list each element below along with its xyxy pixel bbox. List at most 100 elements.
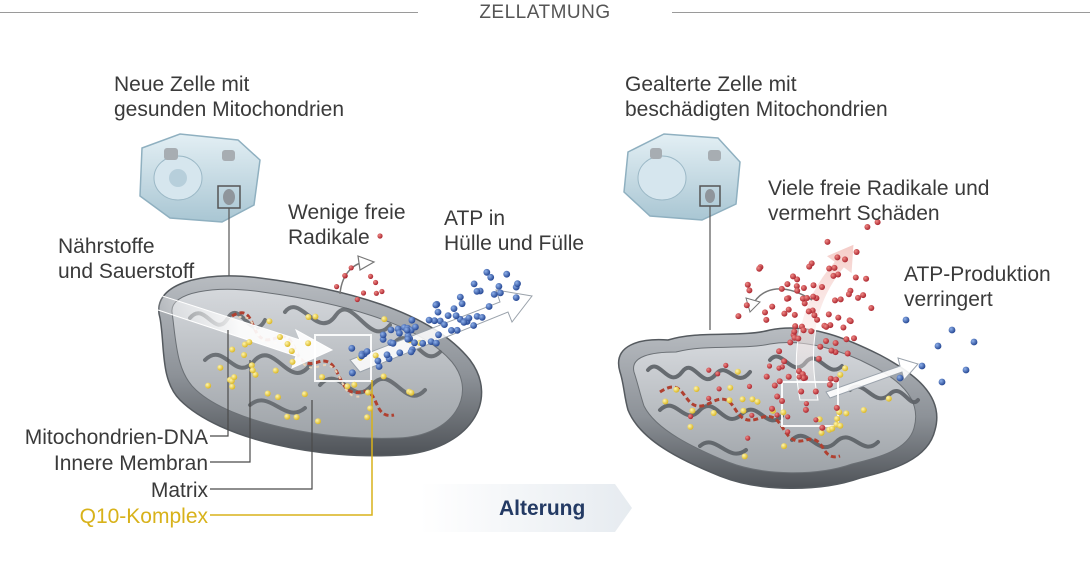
- q10-dot: [275, 394, 281, 401]
- atp-dot: [495, 283, 503, 290]
- radical-dot: [774, 412, 780, 418]
- q10-dot: [231, 374, 238, 381]
- radical-dot: [842, 256, 848, 263]
- atp-dot: [441, 321, 448, 328]
- radical-dot: [823, 323, 830, 330]
- radical-dot: [334, 284, 340, 290]
- atp-abundance-label: ATP in Hülle und Fülle: [444, 207, 585, 255]
- radical-dot: [348, 265, 354, 271]
- q10-dot: [364, 414, 371, 421]
- atp-dot: [514, 280, 521, 288]
- q10-dot: [781, 443, 787, 450]
- radical-dot: [835, 314, 842, 321]
- q10-dot: [284, 341, 291, 347]
- atp-dot: [452, 312, 460, 320]
- atp-dot: [503, 270, 511, 278]
- radical-dot: [706, 395, 712, 401]
- atp-dot: [896, 374, 904, 382]
- radical-dot: [819, 284, 825, 290]
- radical-dot: [776, 365, 782, 371]
- q10-dot: [266, 318, 273, 325]
- atp-dot: [432, 339, 440, 347]
- atp-dot: [383, 351, 391, 359]
- q10-dot: [837, 371, 844, 378]
- radical-dot: [810, 282, 817, 289]
- radical-dot: [763, 316, 770, 323]
- radical-dot: [815, 355, 822, 362]
- atp-dot: [411, 339, 418, 347]
- radical-dot: [743, 302, 750, 309]
- atp-dot: [970, 338, 978, 346]
- radical-dot: [824, 238, 831, 245]
- q10-dot: [739, 396, 746, 403]
- q10-dot: [344, 383, 351, 390]
- radical-dot: [808, 328, 815, 335]
- radical-dot: [832, 297, 838, 304]
- q10-dot: [315, 418, 321, 425]
- atp-dot: [465, 314, 473, 322]
- radical-dot: [840, 324, 847, 331]
- q10-dot: [249, 367, 256, 374]
- radical-dot: [800, 327, 807, 334]
- radical-dot: [360, 290, 367, 296]
- radical-dot: [826, 265, 833, 272]
- atp-dot: [478, 314, 486, 321]
- healthy-cell-caption: Neue Zelle mit gesunden Mitochondrien: [114, 73, 344, 121]
- radical-dot: [864, 224, 871, 230]
- radical-dot: [779, 398, 785, 404]
- radical-dot: [746, 287, 753, 294]
- radical-dot: [756, 265, 763, 272]
- radical-dot: [796, 374, 802, 380]
- atp-dot: [407, 348, 415, 356]
- atp-dot: [358, 352, 366, 360]
- radical-dot: [766, 363, 773, 369]
- atp-dot: [435, 331, 442, 339]
- inner-membrane-label: Innere Membran: [53, 452, 208, 475]
- radical-dot: [868, 305, 875, 311]
- atp-dot: [408, 316, 416, 324]
- q10-dot: [408, 389, 415, 396]
- atp-dot: [473, 288, 481, 295]
- atp-dot: [938, 378, 946, 386]
- radical-dot: [784, 281, 791, 288]
- radical-dot: [811, 312, 818, 319]
- q10-dot: [693, 386, 700, 392]
- q10-dot: [241, 352, 247, 358]
- title-rule-right: [672, 12, 1090, 13]
- atp-dot: [444, 312, 452, 319]
- atp-dot: [387, 326, 395, 334]
- radical-dot: [828, 347, 835, 354]
- radical-dot: [817, 343, 824, 350]
- atp-output-arrow: [349, 289, 533, 373]
- atp-dot: [918, 362, 926, 370]
- aging-label: Alterung: [499, 497, 586, 520]
- q10-dot: [252, 371, 259, 378]
- radical-dot: [746, 383, 753, 389]
- aged-cell-icon: [623, 133, 741, 221]
- radical-dot: [798, 388, 805, 395]
- q10-dot: [301, 391, 308, 398]
- radical-dot: [833, 404, 840, 411]
- atp-dot: [349, 369, 356, 377]
- q10-dot: [829, 425, 836, 432]
- radical-dot: [794, 276, 801, 283]
- radical-dot: [781, 358, 788, 365]
- atp-dot: [427, 338, 435, 345]
- q10-dot: [860, 407, 867, 413]
- q10-dot: [241, 341, 248, 348]
- radical-dot: [835, 271, 842, 278]
- radical-dot: [851, 335, 857, 342]
- radical-dot: [749, 412, 755, 418]
- q10-dot: [741, 453, 748, 460]
- q10-dot: [818, 429, 825, 436]
- atp-dot: [470, 322, 477, 329]
- q10-dot: [740, 407, 747, 414]
- atp-dot: [450, 305, 458, 312]
- radical-dot: [801, 300, 808, 307]
- q10-dot: [754, 398, 761, 405]
- atp-dot: [902, 316, 910, 324]
- q10-dot: [834, 415, 840, 422]
- reduced-atp-label: ATP-Produktion verringert: [904, 263, 1051, 311]
- radical-dot: [771, 382, 778, 389]
- q10-dot: [780, 409, 787, 416]
